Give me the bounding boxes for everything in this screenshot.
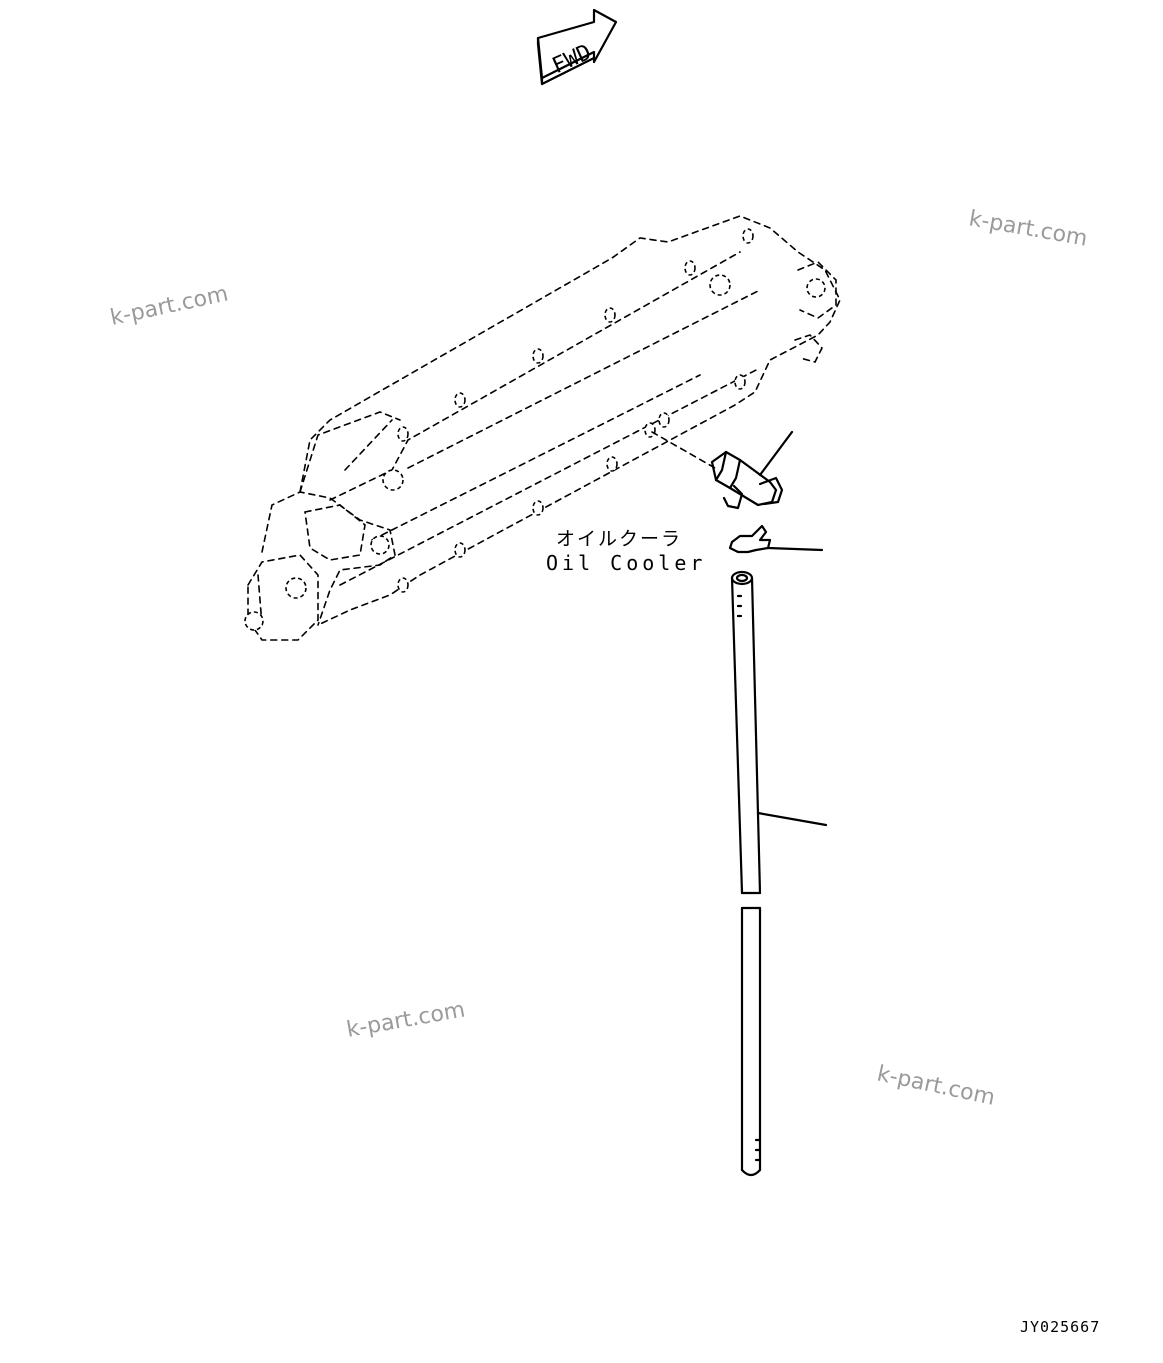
watermark-1: k-part.com xyxy=(108,282,230,331)
oil-cooler-outline xyxy=(244,215,841,641)
drawing-number: JY025667 xyxy=(1020,1318,1100,1336)
oil-cooler-label-en: Oil Cooler xyxy=(546,551,706,575)
oil-cooler-label-jp: オイルクーラ xyxy=(556,528,682,550)
watermark-2: k-part.com xyxy=(967,206,1089,251)
hose-tube xyxy=(730,570,828,1177)
watermark-4: k-part.com xyxy=(875,1061,997,1110)
tee-fitting xyxy=(710,430,794,510)
fwd-arrow-icon: FWD xyxy=(536,8,618,86)
hose-clip xyxy=(728,524,824,554)
oil-cooler-label: オイルクーラ Oil Cooler xyxy=(546,528,706,575)
watermark-3: k-part.com xyxy=(345,997,467,1042)
fwd-arrow-text: FWD xyxy=(549,40,595,79)
